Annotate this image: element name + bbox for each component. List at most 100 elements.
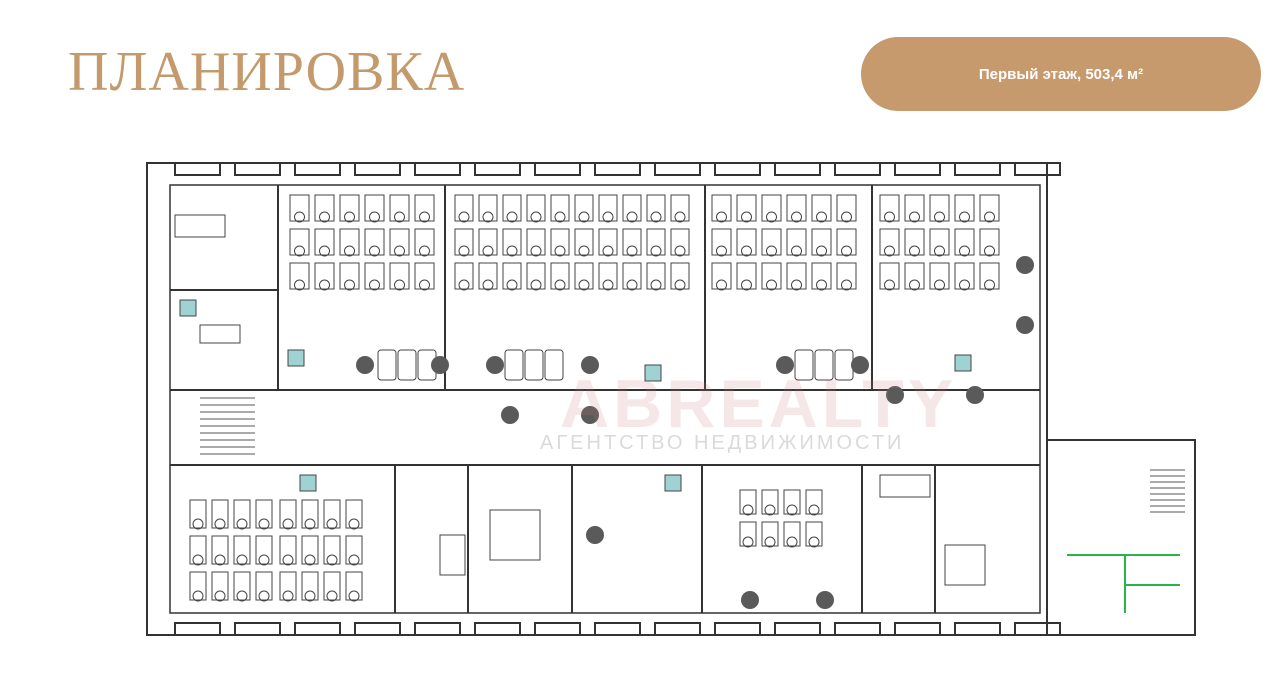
window: [594, 162, 641, 176]
chair: [319, 245, 330, 257]
desk: [574, 228, 594, 256]
chair: [741, 279, 752, 291]
desk: [439, 534, 466, 576]
desk: [314, 194, 335, 222]
window: [474, 162, 521, 176]
phone-booth: [954, 354, 972, 372]
chair: [282, 518, 294, 530]
chair: [764, 504, 776, 516]
window: [654, 622, 701, 636]
window: [354, 162, 401, 176]
chair: [304, 518, 316, 530]
plant-icon: [1016, 256, 1034, 274]
plant-icon: [581, 356, 599, 374]
chair: [816, 279, 827, 291]
desk: [454, 194, 474, 222]
chair: [458, 279, 470, 291]
chair: [984, 279, 995, 291]
chair: [791, 245, 802, 257]
chair: [791, 279, 802, 291]
chair: [214, 554, 226, 566]
window: [414, 622, 461, 636]
sofa-seat: [524, 349, 544, 381]
chair: [419, 279, 430, 291]
chair: [808, 536, 820, 548]
chair: [841, 245, 852, 257]
desk: [979, 262, 1000, 290]
chair: [482, 245, 494, 257]
desk: [622, 262, 642, 290]
desk: [598, 262, 618, 290]
inner-wall: [169, 184, 1041, 614]
window: [834, 622, 881, 636]
phone-booth: [664, 474, 682, 492]
desk: [836, 262, 857, 290]
desk: [279, 499, 297, 529]
desk: [345, 535, 363, 565]
desk: [670, 194, 690, 222]
chair: [959, 245, 970, 257]
chair: [884, 245, 895, 257]
chair: [554, 245, 566, 257]
desk: [502, 262, 522, 290]
desk: [211, 499, 229, 529]
desk: [954, 194, 975, 222]
chair: [282, 554, 294, 566]
desk: [786, 228, 807, 256]
desk: [323, 535, 341, 565]
glass-cabins: [179, 299, 972, 492]
chair: [578, 211, 590, 223]
desk: [783, 521, 801, 547]
plant-icon: [966, 386, 984, 404]
desk: [836, 228, 857, 256]
plant-icon: [431, 356, 449, 374]
chair: [369, 279, 380, 291]
desk: [598, 228, 618, 256]
window: [894, 162, 941, 176]
desk: [574, 262, 594, 290]
desk: [414, 228, 435, 256]
desk: [761, 521, 779, 547]
desk: [414, 194, 435, 222]
desk: [339, 194, 360, 222]
chair: [419, 245, 430, 257]
desk: [502, 194, 522, 222]
chair: [884, 211, 895, 223]
plant-icon: [816, 591, 834, 609]
chair: [214, 518, 226, 530]
chair: [884, 279, 895, 291]
desk: [736, 194, 757, 222]
window: [474, 622, 521, 636]
chair: [716, 211, 727, 223]
chair: [344, 245, 355, 257]
plant-icon: [501, 406, 519, 424]
desk: [478, 228, 498, 256]
chair: [319, 211, 330, 223]
chair: [236, 554, 248, 566]
plants: [356, 256, 1034, 609]
window: [174, 622, 221, 636]
desk: [879, 194, 900, 222]
desk: [255, 535, 273, 565]
desk: [574, 194, 594, 222]
chair: [458, 245, 470, 257]
chair: [791, 211, 802, 223]
chair: [959, 279, 970, 291]
chair: [530, 245, 542, 257]
chair: [506, 245, 518, 257]
desk: [954, 262, 975, 290]
desk: [811, 194, 832, 222]
desk: [364, 262, 385, 290]
desk: [255, 499, 273, 529]
sofa-seat: [544, 349, 564, 381]
chair: [841, 211, 852, 223]
window: [774, 162, 821, 176]
desk: [339, 262, 360, 290]
chair: [394, 279, 405, 291]
chair: [554, 279, 566, 291]
chair: [369, 245, 380, 257]
desk: [233, 499, 251, 529]
chair: [506, 279, 518, 291]
desk: [389, 194, 410, 222]
